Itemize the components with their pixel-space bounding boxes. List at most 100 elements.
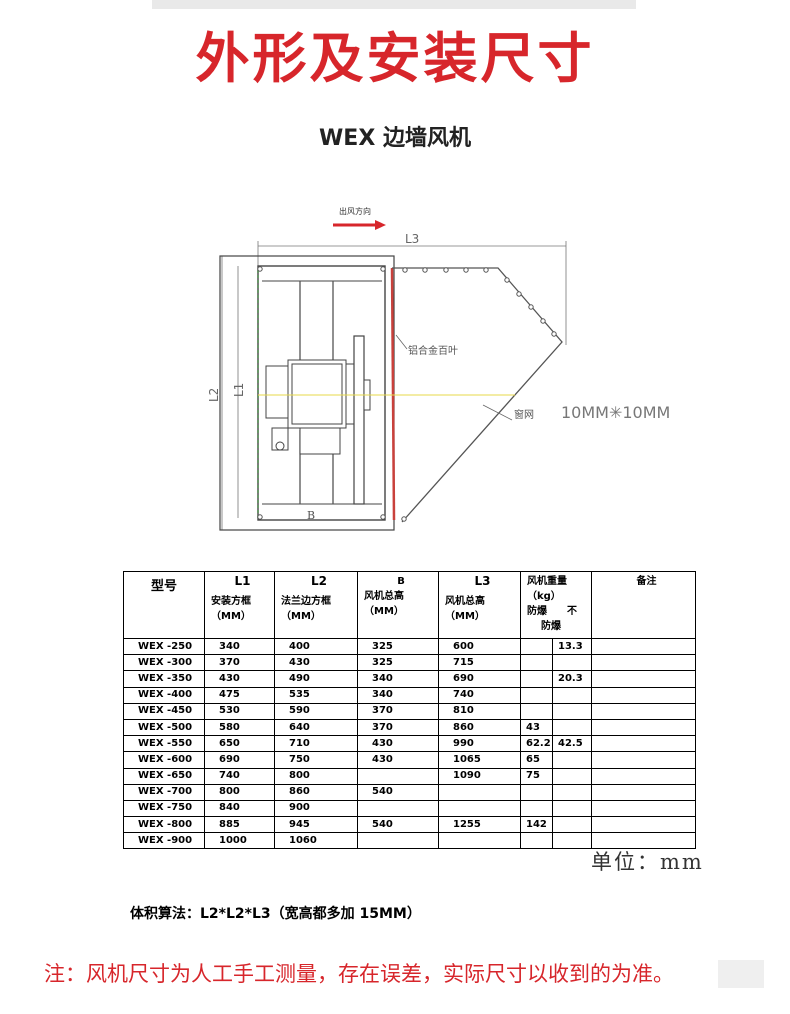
cell-b: 540 [357, 783, 439, 801]
cell-remark [591, 686, 696, 704]
header-remark: 备注 [591, 571, 696, 639]
cell-w-ex: 75 [520, 767, 553, 785]
cell-w-nonex: 20.3 [552, 670, 592, 688]
cell-remark [591, 799, 696, 818]
header-l3: L3 风机总高 （MM） [438, 571, 521, 639]
cell-l3 [438, 832, 521, 850]
cell-w-ex: 62.2 [520, 735, 553, 753]
cell-l3 [438, 783, 521, 801]
diagram-title: WEX 边墙风机 [319, 126, 471, 151]
cell-l2: 590 [274, 702, 358, 720]
cell-remark [591, 670, 696, 688]
cell-model: WEX -600 [123, 751, 205, 769]
cell-l2: 1060 [274, 832, 358, 850]
unit-note: 单位：mm [591, 850, 704, 874]
cell-l3: 1090 [438, 767, 521, 785]
cell-l1: 650 [204, 735, 275, 753]
cell-b: 430 [357, 735, 439, 753]
cell-l2: 900 [274, 799, 358, 818]
cell-l3: 1065 [438, 751, 521, 769]
footer-note: 注：风机尺寸为人工手工测量，存在误差，实际尺寸以收到的为准。 [44, 962, 674, 986]
cell-remark [591, 816, 696, 834]
cell-l1: 740 [204, 767, 275, 785]
cell-model: WEX -700 [123, 783, 205, 801]
cell-l3: 600 [438, 637, 521, 656]
cell-w-ex [520, 637, 553, 656]
l2-l1-dimension [221, 256, 239, 530]
impeller [353, 335, 365, 505]
cell-l2: 490 [274, 670, 358, 688]
cell-l3: 740 [438, 686, 521, 704]
aluminum-louver [390, 267, 396, 521]
header-model: 型号 [123, 571, 205, 639]
cell-w-ex [520, 799, 553, 818]
cell-l2: 945 [274, 816, 358, 834]
cell-remark [591, 783, 696, 801]
cell-w-ex [520, 670, 553, 688]
cell-l2: 750 [274, 751, 358, 769]
cell-w-ex: 65 [520, 751, 553, 769]
cell-w-nonex [552, 799, 592, 818]
cell-l2: 400 [274, 637, 358, 656]
cell-b [357, 767, 439, 785]
cell-remark [591, 832, 696, 850]
cell-l1: 580 [204, 718, 275, 737]
mesh-label: 窗网 [514, 408, 534, 421]
cell-w-nonex [552, 832, 592, 850]
cell-w-nonex [552, 783, 592, 801]
cell-l3: 810 [438, 702, 521, 720]
header-b: B 风机总高 （MM） [357, 571, 439, 639]
spec-table: 型号 L1 安装方框 （MM） L2 法兰边方框 （MM） B 风机总高 （MM… [123, 571, 696, 850]
cell-l1: 430 [204, 670, 275, 688]
cell-b: 340 [357, 686, 439, 704]
cell-b: 540 [357, 816, 439, 834]
cell-w-nonex [552, 686, 592, 704]
l1-label: L1 [232, 383, 246, 397]
cell-l2: 430 [274, 654, 358, 672]
l3-dimension [257, 241, 567, 345]
cell-model: WEX -750 [123, 799, 205, 818]
cell-b: 370 [357, 718, 439, 737]
hood-hinges [257, 266, 557, 522]
cell-w-ex [520, 783, 553, 801]
page-title: 外形及安装尺寸 [195, 27, 595, 90]
cell-b: 325 [357, 637, 439, 656]
header-l1: L1 安装方框 （MM） [204, 571, 275, 639]
cell-l3: 860 [438, 718, 521, 737]
cell-w-nonex [552, 702, 592, 720]
cell-w-nonex: 13.3 [552, 637, 592, 656]
cell-remark [591, 718, 696, 737]
cell-remark [591, 751, 696, 769]
airflow-label: 出风方向 [339, 206, 371, 216]
cell-w-ex [520, 654, 553, 672]
cell-model: WEX -400 [123, 686, 205, 704]
cell-l1: 530 [204, 702, 275, 720]
cell-model: WEX -900 [123, 832, 205, 850]
cell-l1: 885 [204, 816, 275, 834]
volume-formula: 体积算法：L2*L2*L3（宽高都多加 15MM） [130, 906, 421, 922]
cell-l2: 640 [274, 718, 358, 737]
cell-b: 370 [357, 702, 439, 720]
cell-model: WEX -450 [123, 702, 205, 720]
cell-l1: 370 [204, 654, 275, 672]
cell-w-nonex: 42.5 [552, 735, 592, 753]
cell-l1: 690 [204, 751, 275, 769]
cell-model: WEX -250 [123, 637, 205, 656]
airflow-arrow [333, 220, 386, 230]
cell-l2: 800 [274, 767, 358, 785]
l3-label: L3 [405, 232, 419, 246]
cell-model: WEX -300 [123, 654, 205, 672]
cell-l1: 1000 [204, 832, 275, 850]
corner-box [718, 960, 764, 988]
cell-l2: 710 [274, 735, 358, 753]
header-l2: L2 法兰边方框 （MM） [274, 571, 358, 639]
cell-w-nonex [552, 654, 592, 672]
